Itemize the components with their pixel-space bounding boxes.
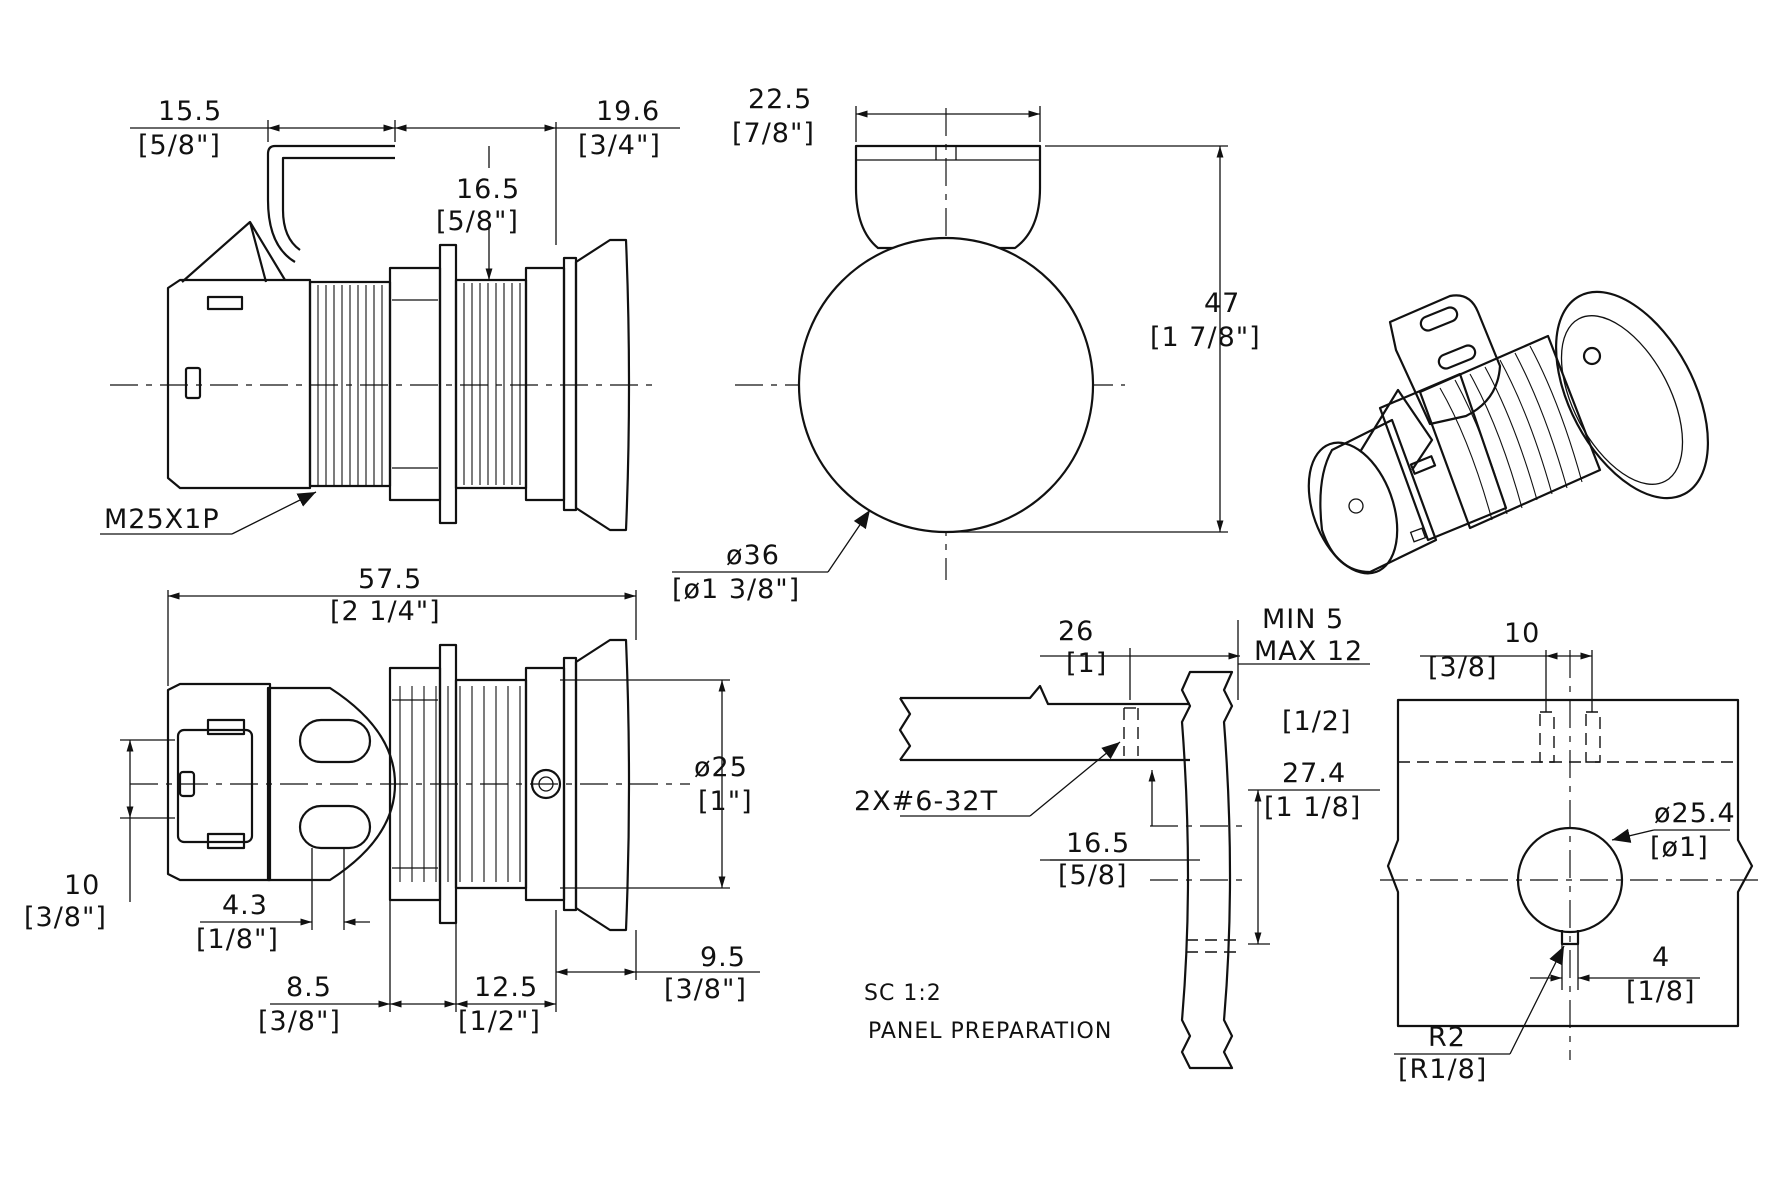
- dim-47: 47: [1204, 288, 1240, 319]
- dim-57-5-in: [2 1/4"]: [330, 596, 441, 627]
- dim-47-in: [1 7/8"]: [1150, 322, 1261, 353]
- scale-note: SC 1:2: [864, 981, 942, 1006]
- collar: [524, 266, 566, 502]
- slot-upper: [298, 718, 372, 764]
- slot-lower: [298, 804, 372, 850]
- panel-preparation-note: PANEL PREPARATION: [868, 1019, 1112, 1044]
- dim-9-5-in: [3/8"]: [664, 974, 747, 1005]
- washer: [438, 243, 458, 525]
- rear-housing: [166, 278, 312, 490]
- dim-25-in: [1"]: [698, 786, 753, 817]
- dim-15-5-in: [5/8"]: [138, 130, 221, 161]
- dim-16-5-panel: 16.5: [1066, 828, 1130, 859]
- mounting-bracket: [266, 144, 395, 263]
- max-12: MAX 12: [1254, 636, 1363, 667]
- r2-label: R2: [1428, 1022, 1466, 1053]
- r2-label-in: [R1/8]: [1398, 1054, 1487, 1085]
- latch-window: [184, 366, 202, 400]
- latch-wedge: [181, 220, 286, 283]
- top-view: 57.5 [2 1/4"] ø25 [1"] 10 [3/8"] 4.3 [1/…: [24, 564, 760, 1037]
- dim-26: 26: [1058, 616, 1094, 647]
- front-view: 22.5 [7/8"] 47 [1 7/8"] ø36 [ø1 3/8"]: [672, 84, 1261, 605]
- nut: [388, 266, 442, 502]
- bracket-top-view: [266, 686, 397, 882]
- iso-bracket: [1388, 294, 1502, 426]
- panel-outline: [1386, 698, 1754, 1028]
- screw-spec-label: 2X#6-32T: [854, 786, 998, 817]
- max-12-in: [1/2]: [1282, 706, 1352, 737]
- min-5: MIN 5: [1262, 604, 1344, 635]
- dim-8-5-in: [3/8"]: [258, 1006, 341, 1037]
- dim-4-in: [1/8]: [1626, 976, 1696, 1007]
- dim-4-3-in: [1/8"]: [196, 924, 279, 955]
- dim-25-4: ø25.4: [1654, 798, 1736, 829]
- threads-top: [399, 686, 521, 882]
- panel-cutout-view: 10 [3/8] ø25.4 [ø1] 4 [1/8] R2 [R1/8]: [1380, 618, 1760, 1085]
- latch-tab: [206, 295, 244, 311]
- dim-26-in: [1]: [1066, 648, 1107, 679]
- dim-9-5: 9.5: [700, 942, 746, 973]
- dim-10-panel-in: [3/8]: [1428, 652, 1498, 683]
- dim-22-5: 22.5: [748, 84, 812, 115]
- threads-rear: [317, 285, 383, 485]
- bracket-section: [898, 684, 1190, 762]
- iso-latch: [1359, 388, 1434, 471]
- cutout-hole: [1516, 826, 1624, 934]
- dim-27-4: 27.4: [1282, 758, 1346, 789]
- isometric-view: [1307, 290, 1710, 575]
- dim-16-5-top-in: [5/8"]: [436, 206, 519, 237]
- dim-10-left-in: [3/8"]: [24, 902, 107, 933]
- collar-ring: [562, 256, 578, 512]
- dim-16-5-top: 16.5: [456, 174, 520, 205]
- iso-head: [1554, 290, 1710, 500]
- dim-12-5-in: [1/2"]: [458, 1006, 541, 1037]
- dim-57-5: 57.5: [358, 564, 422, 595]
- panel-plate: [1180, 670, 1234, 1070]
- panel-section-view: 26 [1] MIN 5 MAX 12 [1/2] 2X#6-32T 16.5 …: [854, 604, 1380, 1070]
- iso-housing: [1319, 418, 1438, 574]
- latch-clip: [176, 728, 254, 844]
- key-notch: [1560, 930, 1580, 946]
- threaded-body-front: [454, 278, 528, 490]
- dim-16-5-panel-in: [5/8]: [1058, 860, 1128, 891]
- dim-12-5: 12.5: [474, 972, 538, 1003]
- dim-25: ø25: [694, 752, 748, 783]
- dim-19-6-in: [3/4"]: [578, 130, 661, 161]
- iso-body: [1418, 334, 1602, 530]
- threads-front: [463, 283, 521, 485]
- push-button-head-top: [574, 638, 631, 932]
- push-button-head: [574, 238, 631, 532]
- bracket-top: [854, 144, 1042, 250]
- dim-19-6: 19.6: [596, 96, 660, 127]
- button-face: [797, 236, 1095, 534]
- thread-spec-label: M25X1P: [104, 504, 220, 535]
- dim-15-5: 15.5: [158, 96, 222, 127]
- dim-36-in: [ø1 3/8"]: [672, 574, 800, 605]
- dim-4-3: 4.3: [222, 890, 268, 921]
- set-screw: [530, 768, 562, 800]
- dim-22-5-in: [7/8"]: [732, 118, 815, 149]
- dim-10-panel: 10: [1504, 618, 1540, 649]
- dim-25-4-in: [ø1]: [1650, 832, 1709, 863]
- dim-10-left: 10: [64, 870, 100, 901]
- iso-nut: [1378, 372, 1508, 542]
- rear-housing-top: [166, 682, 272, 882]
- iso-threads: [1439, 345, 1583, 521]
- dim-4: 4: [1652, 942, 1670, 973]
- side-view: 15.5 [5/8"] 19.6 [3/4"] 16.5 [5/8"] M25X…: [100, 96, 680, 535]
- dim-8-5: 8.5: [286, 972, 332, 1003]
- dim-27-4-in: [1 1/8]: [1264, 792, 1361, 823]
- dim-36: ø36: [726, 540, 780, 571]
